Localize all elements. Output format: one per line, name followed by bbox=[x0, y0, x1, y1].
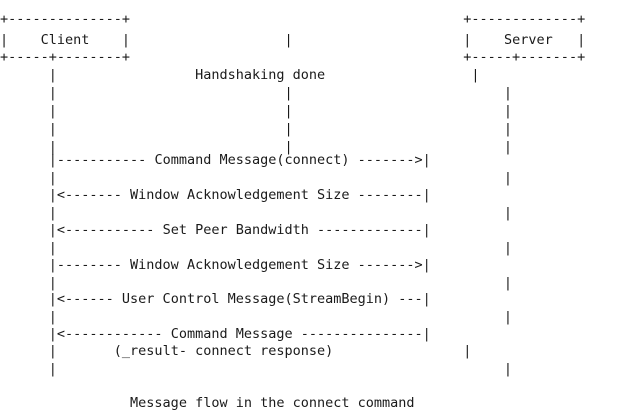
message-arrow-user-control-stream-begin: |<------ User Control Message(StreamBegi… bbox=[0, 291, 431, 307]
message-label: User Control Message(StreamBegin) bbox=[121, 291, 391, 307]
handshake-note: Handshaking done bbox=[195, 67, 326, 83]
diagram-caption-row: Message flow in the connect command bbox=[0, 394, 415, 412]
message-note-row: | (_result- connect response) | bbox=[0, 343, 472, 359]
message-label: Command Message(connect) bbox=[154, 152, 350, 168]
message-label: Set Peer Bandwidth bbox=[162, 222, 309, 238]
client-label: Client bbox=[40, 32, 90, 48]
lifeline-row: | | | bbox=[0, 121, 513, 137]
message-arrow-set-peer-bandwidth: |<----------- Set Peer Bandwidth -------… bbox=[0, 222, 431, 238]
lifeline-row: | | | bbox=[0, 85, 513, 101]
lifeline-row: | | | bbox=[0, 103, 513, 119]
server-label: Server bbox=[503, 32, 553, 48]
message-label: Window Acknowledgement Size bbox=[130, 187, 350, 203]
message-label: Window Acknowledgement Size bbox=[130, 257, 350, 273]
result-note: (_result- connect response) bbox=[113, 343, 334, 359]
message-arrow-connect: |----------- Command Message(connect) --… bbox=[0, 152, 431, 168]
message-arrow-command-result: |<------------ Command Message ---------… bbox=[0, 326, 431, 342]
lifeline-row: | | bbox=[0, 170, 513, 186]
lifeline-row: | | bbox=[0, 240, 513, 256]
lifeline-row: | | bbox=[0, 275, 513, 291]
message-arrow-window-ack-size-to-server: |-------- Window Acknowledgement Size --… bbox=[0, 257, 431, 273]
participant-box-bottom-border: +-----+--------+ +-----+-------+ bbox=[0, 49, 586, 65]
diagram-caption: Message flow in the connect command bbox=[130, 395, 415, 411]
message-arrow-window-ack-size-from-server: |<------- Window Acknowledgement Size --… bbox=[0, 187, 431, 203]
participant-box-top-border: +--------------+ +-------------+ bbox=[0, 11, 586, 27]
lifeline-row: | | | bbox=[0, 139, 513, 155]
lifeline-row: | | bbox=[0, 309, 513, 325]
lifeline-row: | | bbox=[0, 361, 513, 377]
lifeline-row: | | bbox=[0, 205, 513, 221]
handshake-note-row: | Handshaking done | bbox=[0, 67, 480, 83]
participant-header-row: | Client | | | Server | bbox=[0, 32, 586, 48]
message-label: Command Message bbox=[170, 326, 293, 342]
